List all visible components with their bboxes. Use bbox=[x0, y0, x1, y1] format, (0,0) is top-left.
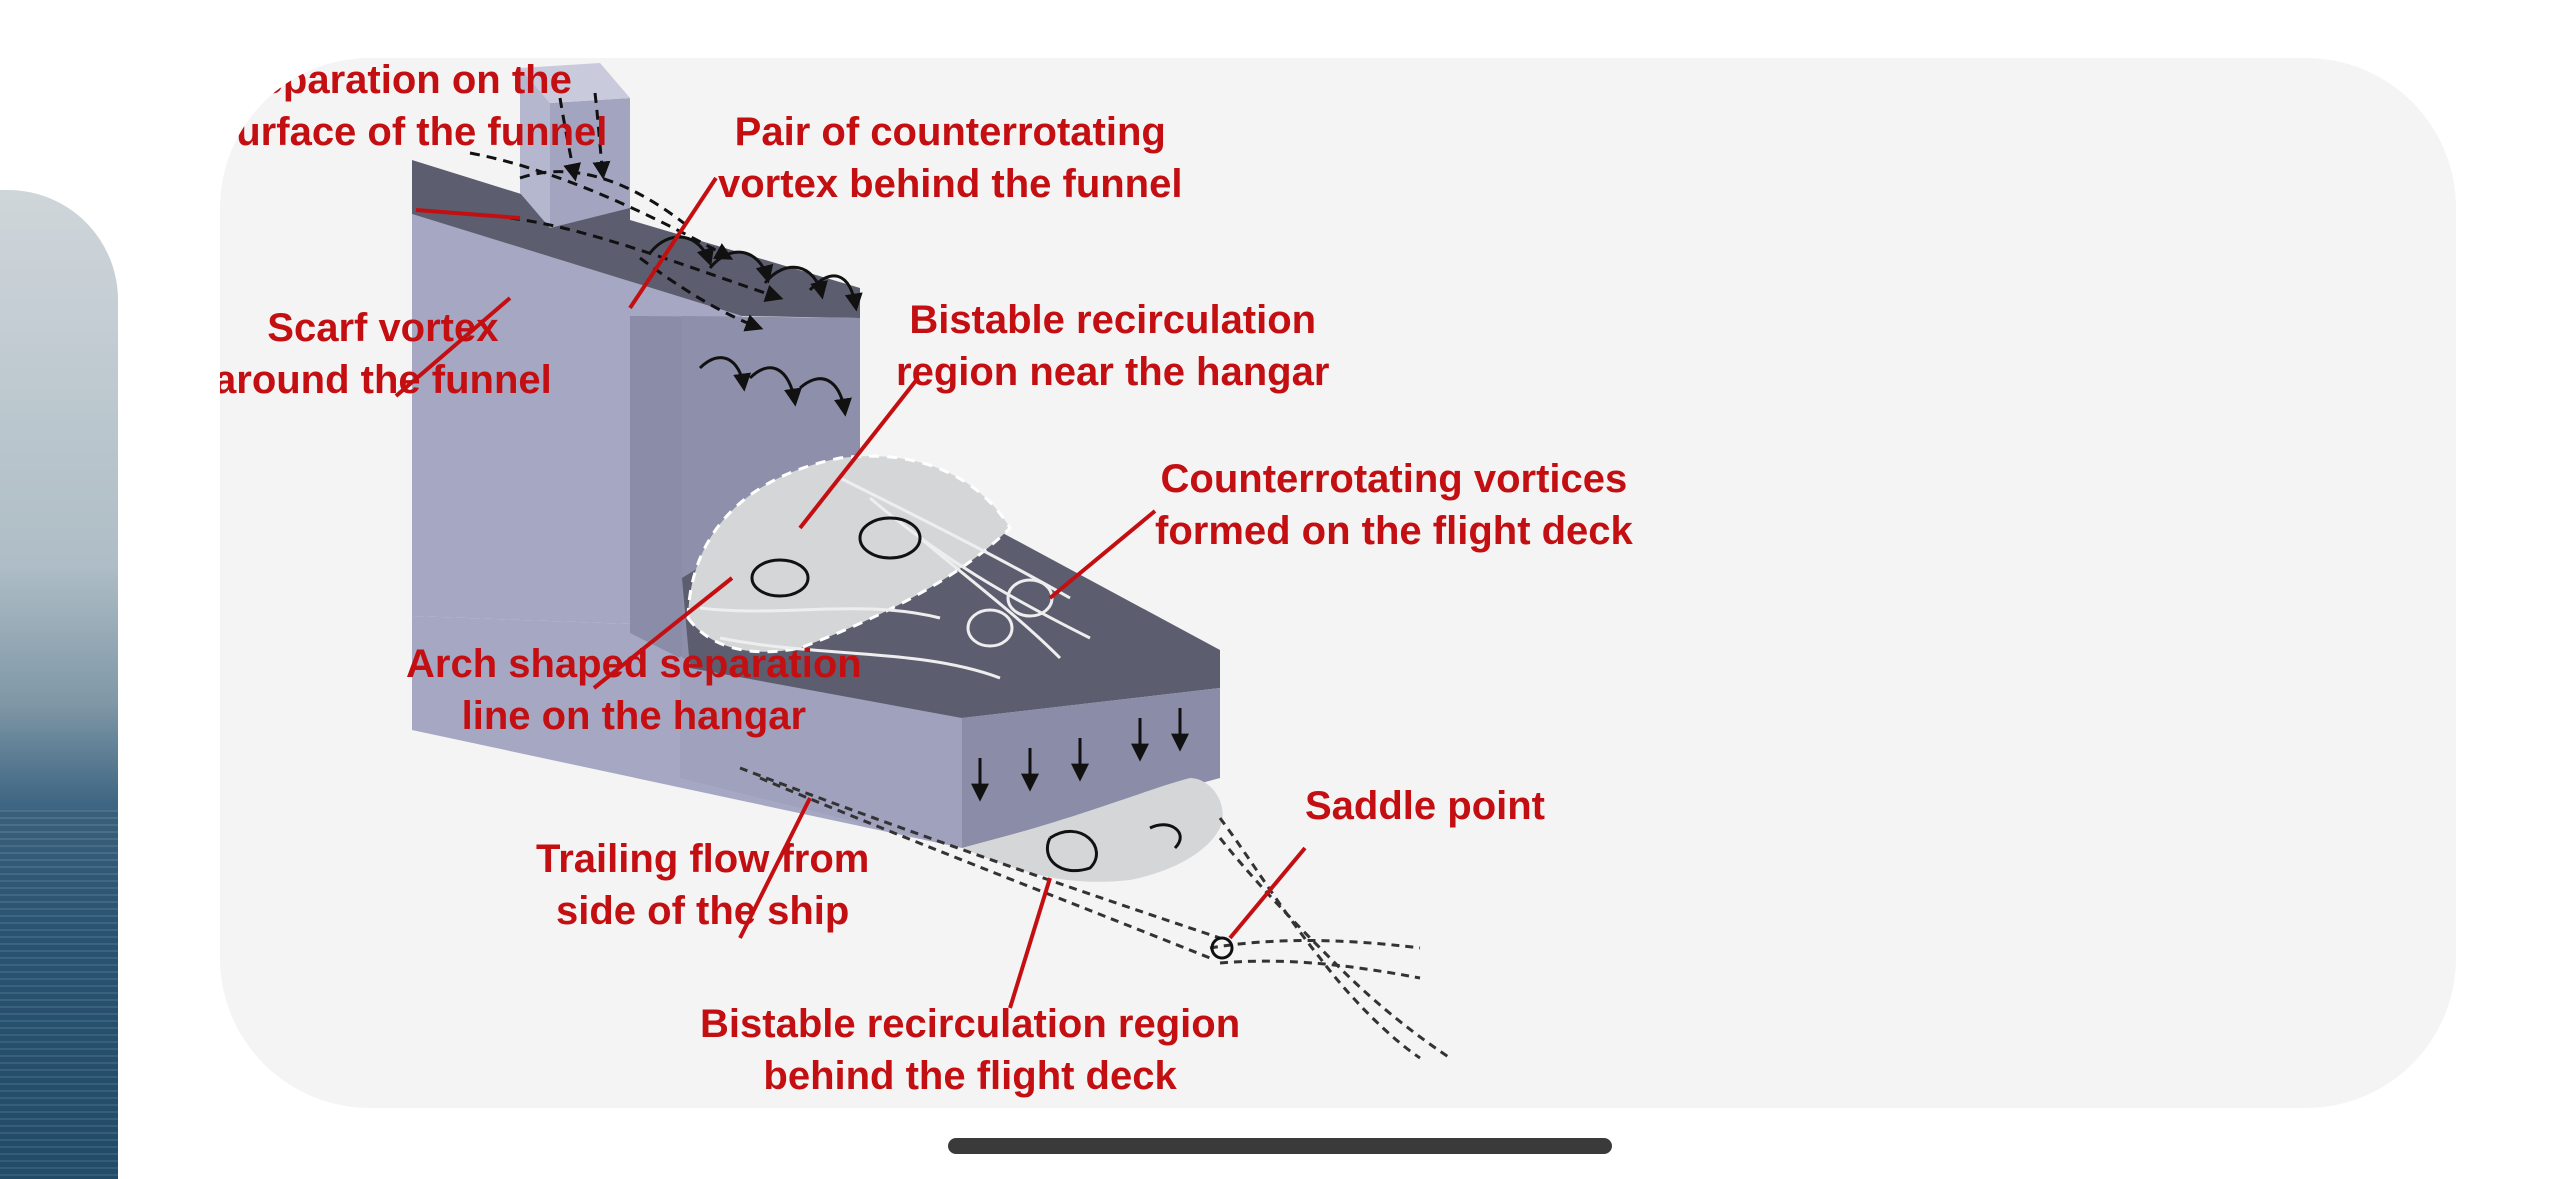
ship-airwake-diagram bbox=[394, 63, 1451, 1060]
vortex-arcs bbox=[648, 235, 863, 417]
leader-lines bbox=[394, 176, 1307, 1009]
funnel-top bbox=[520, 63, 630, 103]
saddle-point-marker bbox=[1210, 936, 1234, 960]
label-bistable-hangar: Bistable recirculation region near the h… bbox=[896, 298, 1330, 394]
label-scarf-vortex: Scarf vortex around the funnel bbox=[220, 306, 552, 402]
hangar-recirc-region bbox=[686, 454, 1012, 654]
label-trailing-flow: Trailing flow from side of the ship bbox=[536, 837, 870, 933]
home-indicator[interactable] bbox=[948, 1138, 1612, 1154]
deck-recirc-region bbox=[962, 778, 1223, 882]
diagram-card: - separation on the surface of the funne… bbox=[220, 58, 2456, 1108]
flight-deck-end bbox=[962, 688, 1220, 848]
label-funnel-separation: - separation on the surface of the funne… bbox=[220, 58, 608, 154]
sea-waves bbox=[0, 810, 118, 1179]
funnel-front bbox=[550, 98, 630, 228]
label-bistable-deck: Bistable recirculation region behind the… bbox=[700, 1002, 1241, 1098]
deck-side bbox=[680, 658, 962, 848]
label-pair-counterrotating-vortex: Pair of counterrotating vortex behind th… bbox=[718, 110, 1183, 206]
label-saddle-point: Saddle point bbox=[1305, 784, 1545, 828]
label-arch-separation: Arch shaped separation line on the hanga… bbox=[406, 642, 862, 738]
background-photo-edge bbox=[0, 190, 118, 1179]
trailing-flow-lines bbox=[739, 766, 1451, 1060]
label-counterrotating-deck: Counterrotating vortices formed on the f… bbox=[1155, 457, 1633, 553]
superstructure-top bbox=[412, 160, 860, 318]
upper-flow-lines bbox=[469, 92, 784, 332]
funnel-side bbox=[520, 68, 550, 228]
